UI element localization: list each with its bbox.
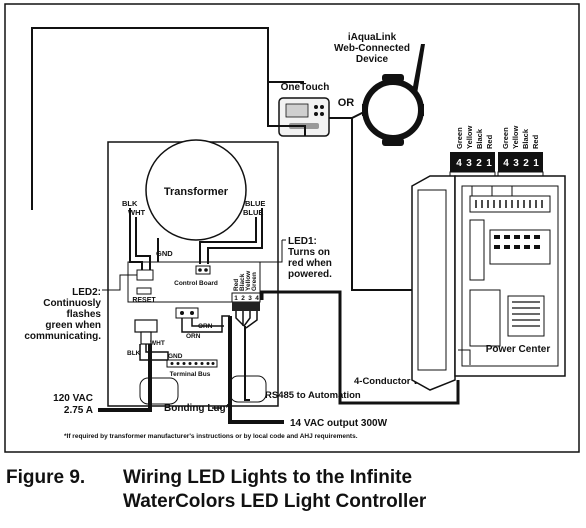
- led1-label-line3: red when: [288, 258, 332, 269]
- pc-left-wire-3: Black: [475, 128, 484, 149]
- ctrl-terminal-num-4: 4: [255, 295, 259, 302]
- reset-label: RESET: [132, 297, 156, 304]
- diagram-frame: [4, 3, 580, 453]
- transformer-label: Transformer: [164, 186, 229, 198]
- gnd-top-label: GND: [156, 249, 173, 258]
- vac-120-label: 120 VAC: [53, 393, 93, 404]
- pc-right-num-1: 4: [503, 158, 509, 169]
- iaqualink-device: iAquaLink Web-Connected Device: [334, 32, 425, 146]
- reset-button: [136, 287, 152, 295]
- pc-right-wire-3: Black: [521, 128, 530, 149]
- led1-label-line4: powered.: [288, 269, 332, 280]
- blk-top-label: BLK: [122, 199, 138, 208]
- rs485-wire: [244, 326, 250, 401]
- gnd-bottom-label: GND: [168, 353, 183, 360]
- orn2-label: ORN: [186, 333, 201, 340]
- led1-label-line1: LED1:: [288, 236, 317, 247]
- terminal-bus-label: Terminal Bus: [170, 371, 211, 378]
- pc-left-wire-1: Green: [455, 127, 464, 149]
- iaqualink-label-line2: Web-Connected: [334, 43, 410, 54]
- top-loop-wire: [31, 27, 269, 210]
- four-conductor-wire: [260, 290, 460, 405]
- led2-label-line4: green when: [45, 320, 101, 331]
- output-wire: [228, 316, 284, 424]
- pc-left-num-1: 4: [456, 158, 462, 169]
- pc-left-num-3: 2: [476, 158, 482, 169]
- control-cable: [267, 81, 418, 291]
- ctrl-wire-label-2: Black: [239, 273, 246, 291]
- wht-top-label: WHT: [128, 208, 145, 217]
- led1-label-line2: Turns on: [288, 247, 330, 258]
- footnote: *If required by transformer manufacturer…: [64, 433, 358, 440]
- wht-bottom-label: WHT: [150, 340, 165, 347]
- figure-title-line2: WaterColors LED Light Controller: [123, 491, 427, 512]
- pc-left-num-2: 3: [466, 158, 472, 169]
- power-feed-wire: [98, 344, 152, 412]
- ctrl-terminal-num-1: 1: [234, 295, 238, 302]
- controller-enclosure: Transformer BLK WHT BLUE BLUE GND Contro…: [24, 139, 332, 407]
- transformer-icon: [145, 139, 247, 241]
- pc-right-wire-4: Red: [531, 134, 540, 149]
- blk-bottom-label: BLK: [127, 350, 141, 357]
- control-board-label: Control Board: [174, 280, 218, 287]
- pc-left-wire-4: Red: [485, 134, 494, 149]
- figure-number: Figure 9.: [6, 467, 86, 488]
- pc-left-num-4: 1: [486, 158, 492, 169]
- ctrl-wire-label-3: Yellow: [245, 270, 252, 291]
- iaqualink-ring: [362, 79, 424, 141]
- blue2-label: BLUE: [243, 208, 263, 217]
- antenna-icon: [412, 44, 425, 94]
- ctrl-terminal-num-3: 3: [248, 295, 252, 302]
- ctrl-terminal-num-2: 2: [241, 295, 245, 302]
- led2-pointer: [102, 274, 137, 291]
- iaqualink-label-line3: Device: [356, 54, 389, 65]
- rs485-label: RS485 to Automation: [265, 390, 361, 401]
- onetouch-label: OneTouch: [281, 82, 330, 93]
- power-center-label: Power Center: [486, 344, 551, 355]
- blue1-label: BLUE: [245, 199, 265, 208]
- output-14vac-label: 14 VAC output 300W: [290, 418, 388, 429]
- pc-right-num-3: 2: [523, 158, 529, 169]
- led2-label-line3: flashes: [67, 309, 102, 320]
- conductor-wire-label: 4-Conductor Wire: [354, 376, 434, 387]
- ctrl-wire-label-4: Green: [251, 272, 258, 291]
- control-board: [127, 261, 261, 303]
- pc-right-num-4: 1: [533, 158, 539, 169]
- terminal-bus: [166, 359, 218, 368]
- figure-title-line1: Wiring LED Lights to the Infinite: [123, 467, 413, 488]
- pc-right-wire-2: Yellow: [511, 125, 520, 149]
- control-terminal-block: Red Black Yellow Green 1 2 3 4: [231, 270, 261, 401]
- pc-right-num-2: 3: [513, 158, 519, 169]
- or-label: OR: [338, 97, 355, 109]
- pc-left-wire-2: Yellow: [465, 125, 474, 149]
- amps-label: 2.75 A: [64, 405, 93, 416]
- led2-label-line5: communicating.: [24, 331, 101, 342]
- led2-label-line1: LED2:: [72, 287, 101, 298]
- iaqualink-label-line1: iAquaLink: [348, 32, 397, 43]
- ctrl-wire-label-1: Red: [233, 279, 240, 291]
- bonding-lug-label: Bonding Lug*: [164, 403, 230, 414]
- pc-right-wire-1: Green: [501, 127, 510, 149]
- power-center: [411, 175, 566, 391]
- led2-label-line2: Continuosly: [43, 298, 101, 309]
